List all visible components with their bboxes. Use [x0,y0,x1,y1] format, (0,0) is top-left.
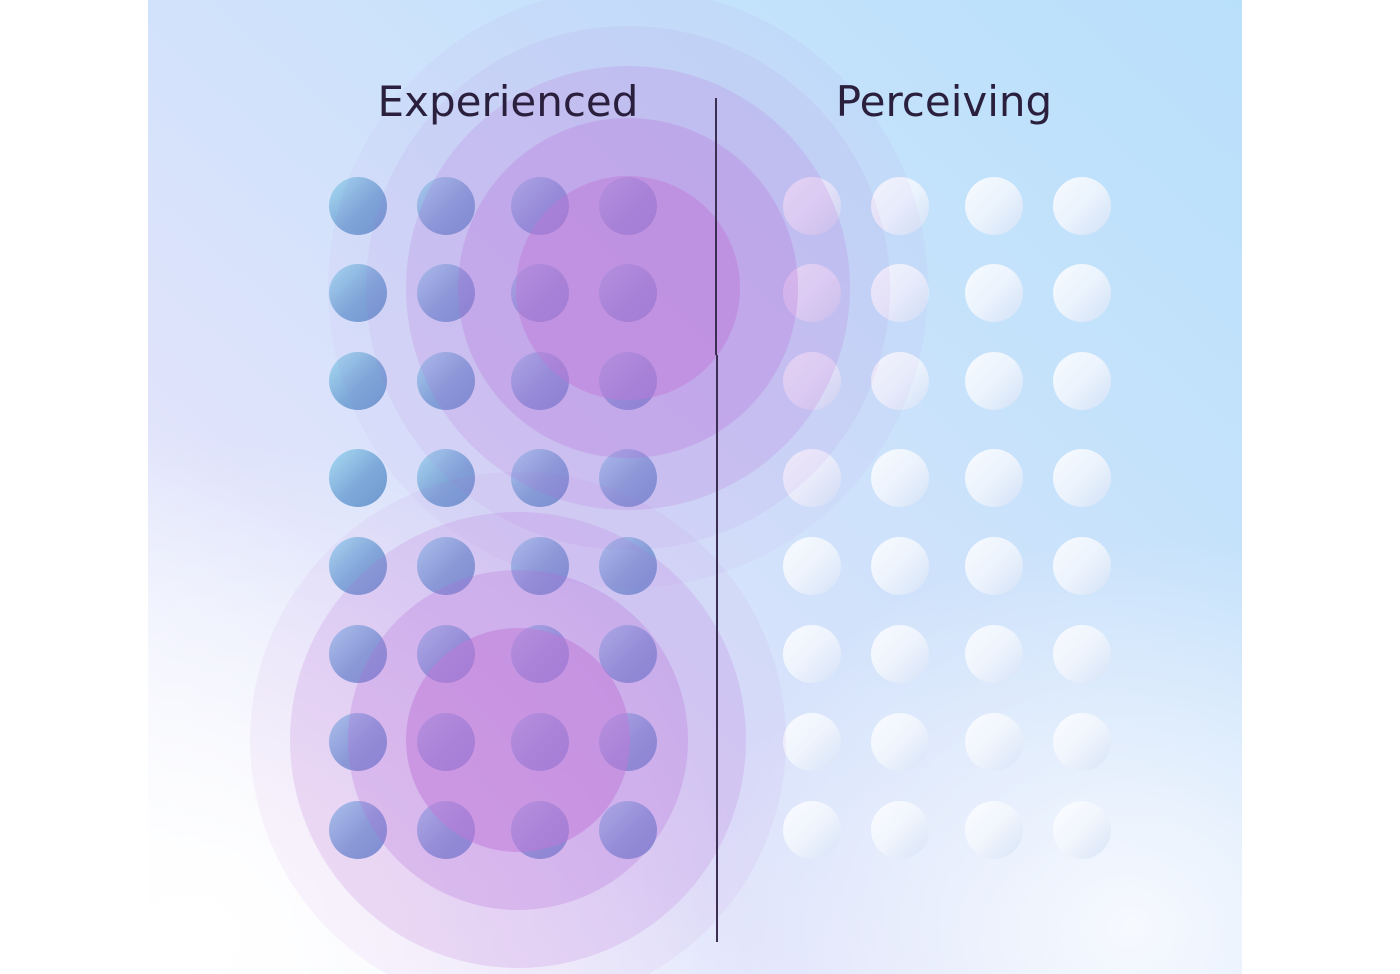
perceiving-dot [871,537,929,595]
perceiving-dot [965,537,1023,595]
halo-upper [328,0,928,588]
experienced-dot [417,177,475,235]
perceiving-dot [871,449,929,507]
experienced-dot [511,177,569,235]
halo-lower [250,472,786,974]
experienced-dot [511,264,569,322]
experienced-dot [599,625,657,683]
perceiving-dot [871,177,929,235]
halo-upper-ring [406,66,850,510]
halo-upper-ring [366,26,890,550]
experienced-dot [599,801,657,859]
perceiving-dot [871,625,929,683]
experienced-dot [329,713,387,771]
experienced-dot [329,449,387,507]
perceiving-dot [871,264,929,322]
perceiving-dot [1053,352,1111,410]
perceiving-dot [1053,264,1111,322]
experienced-dot [511,449,569,507]
perceiving-dot [871,801,929,859]
perceiving-dot [1053,625,1111,683]
perceiving-dot [1053,713,1111,771]
perceiving-dot [1053,801,1111,859]
perceiving-dot [965,352,1023,410]
experienced-dot [417,264,475,322]
experienced-dot [599,449,657,507]
perceiving-dot [1053,177,1111,235]
perceiving-dot [965,625,1023,683]
perceiving-dot [871,713,929,771]
perceiving-dot [965,801,1023,859]
experienced-dot [329,625,387,683]
experienced-dot [329,801,387,859]
dot-grid [329,177,1111,859]
perceiving-dot [965,264,1023,322]
perceiving-dot [871,352,929,410]
experienced-dot [599,264,657,322]
perceiving-dot [783,177,841,235]
perceiving-dot [965,713,1023,771]
halo-upper-ring [328,0,928,588]
experienced-dot [329,177,387,235]
perceiving-dot [783,264,841,322]
perceiving-dot [783,352,841,410]
experienced-dot [511,537,569,595]
experienced-dot [599,177,657,235]
experienced-dot [511,352,569,410]
experienced-dot [329,537,387,595]
halo-lower-ring [406,628,630,852]
experienced-dot [599,352,657,410]
perceiving-dot [1053,449,1111,507]
label-experienced: Experienced [378,77,639,126]
label-perceiving: Perceiving [836,77,1052,126]
perceiving-dot [965,449,1023,507]
perceiving-dot [783,537,841,595]
perceiving-dot [1053,537,1111,595]
experienced-dot [329,352,387,410]
perceiving-dot [965,177,1023,235]
attention-halos [250,0,928,974]
halo-upper-ring [458,118,798,458]
perceiving-dot [783,449,841,507]
perceiving-dot [783,625,841,683]
experienced-dot [417,352,475,410]
perceiving-dot [783,801,841,859]
halo-upper-ring [516,176,740,400]
experienced-dot [329,264,387,322]
experienced-dot [599,537,657,595]
experienced-dot [417,537,475,595]
experienced-dot [417,449,475,507]
perceiving-dot [783,713,841,771]
